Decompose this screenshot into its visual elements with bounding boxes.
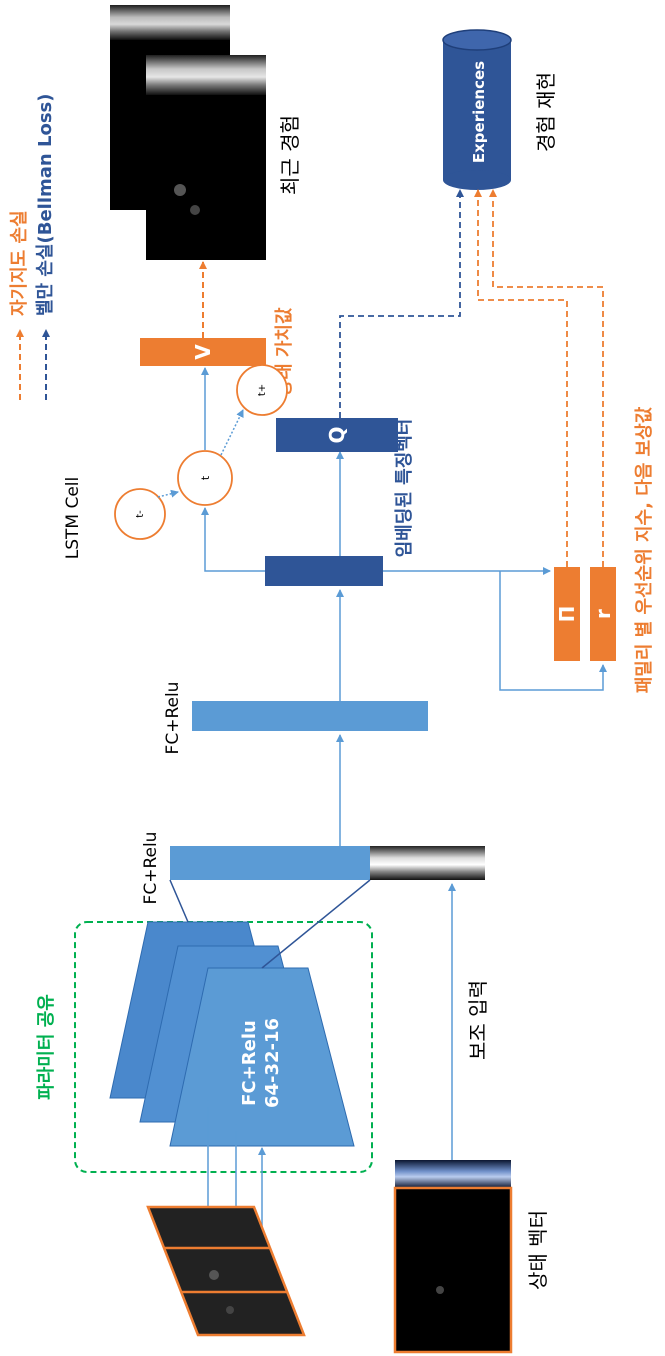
state-vector-label: 상태 벡터: [526, 1210, 550, 1290]
r-box-label: r: [591, 609, 615, 619]
embedding-bar: [265, 556, 383, 586]
segmented-state-input: [148, 1207, 304, 1335]
aux-input-label: 보조 입력: [466, 980, 490, 1060]
fc-stack-label-line2: 64-32-16: [262, 1018, 283, 1108]
pi-box-label: Π: [555, 606, 579, 623]
recent-experience-label: 최근 경험: [278, 115, 302, 195]
parameter-sharing-label: 파라미터 공유: [36, 994, 57, 1100]
fc-relu-label-2: FC+Relu: [163, 682, 183, 755]
lstm-node-next-label: t+: [257, 384, 268, 396]
lstm-cells: t- t t+: [115, 365, 287, 539]
experiences-database: Experiences: [443, 30, 511, 190]
segmented-input-frame: [148, 1207, 304, 1335]
aux-input-image: [370, 846, 485, 880]
fc-stack: FC+Relu 64-32-16: [110, 922, 354, 1146]
embedding-to-r-arrow: [500, 571, 603, 690]
pi-to-experiences-arrow: [478, 190, 567, 567]
legend-bellman-label: 벨만 손실(Bellman Loss): [35, 94, 56, 316]
fc-relu-label-1: FC+Relu: [141, 832, 161, 905]
legend-self-supervised-label: 자기지도 손실: [9, 210, 30, 316]
fc-stack-label-line1: FC+Relu: [239, 1020, 260, 1106]
family-values-label: 패밀리 별 우선순위 지수, 다음 보상값: [634, 406, 655, 693]
q-to-experiences-arrow: [340, 190, 460, 418]
r-to-experiences-arrow: [493, 190, 603, 567]
stack-to-fc1-right-line: [262, 880, 370, 968]
embedding-to-lstm-arrow: [205, 508, 265, 571]
lstm-cell-label: LSTM Cell: [63, 477, 83, 560]
q-box-label: Q: [325, 426, 349, 443]
experiences-label: Experiences: [470, 61, 488, 163]
experience-replay-label: 경험 재현: [534, 72, 558, 152]
recent-experience-images: [110, 5, 266, 260]
fc-relu-bar-1: [170, 846, 370, 880]
v-box-label: V: [191, 344, 215, 360]
fc-relu-bar-2: [192, 701, 428, 731]
legend: 자기지도 손실 벨만 손실(Bellman Loss): [9, 94, 56, 400]
state-vector-image: [395, 1160, 511, 1352]
lstm-node-prev-label: t-: [135, 510, 146, 518]
lstm-node-current-label: t: [199, 475, 212, 480]
stack-to-fc1-left-line: [170, 880, 188, 922]
